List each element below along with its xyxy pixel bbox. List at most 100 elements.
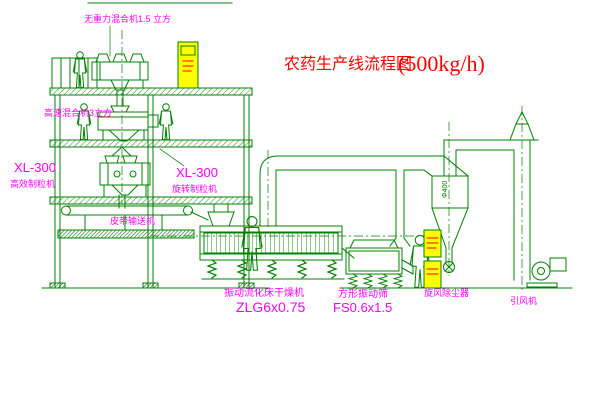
columns [54, 94, 250, 289]
stack [513, 139, 531, 281]
sieve-body-outer [345, 247, 403, 275]
motor [147, 114, 159, 128]
label-belt-conveyor: 皮带输送机 [110, 215, 155, 226]
sieve-hood [349, 239, 399, 249]
label-cyclone-size: Φ400 [442, 181, 449, 198]
legs [102, 129, 145, 141]
discharge-pipe [445, 247, 453, 263]
label-fan-name: 引风机 [510, 295, 537, 306]
drawing-title: 农药生产线流程图 (500kg/h) [284, 51, 485, 76]
label-granulator-left-model: XL-300 [14, 160, 56, 175]
cabinet-panel [180, 45, 196, 56]
port [129, 170, 137, 178]
inlet-neck [213, 203, 229, 213]
mixer-legs [96, 79, 144, 89]
equipment-labels: 无重力混合机1.5 立方 高速混合机3立方 XL-300 高效制粒机 XL-30… [10, 13, 537, 315]
label-granulator-left-name: 高效制粒机 [10, 178, 55, 189]
inlet-hood [207, 211, 235, 227]
building-structure [41, 2, 269, 289]
roller [61, 205, 71, 216]
duct-outer [259, 155, 469, 227]
label-dryer-name: 振动流化床干燥机 [224, 286, 304, 299]
fluid-bed-dryer [199, 203, 355, 280]
legs [103, 184, 147, 198]
rotary-valve-cross [444, 262, 454, 272]
drawing-linework [41, 2, 573, 289]
sieve-body-inner [348, 250, 400, 272]
column-foot [49, 282, 66, 289]
mid-slab [49, 139, 253, 148]
dryer-body [199, 225, 343, 261]
fan-motor [549, 257, 567, 272]
spring-mount [207, 259, 217, 279]
gravity-free-mixer [91, 53, 149, 107]
column-foot [142, 282, 159, 289]
outlet-chute [341, 247, 355, 259]
spring-mount [237, 259, 247, 279]
cabinet-indicator [426, 237, 439, 249]
fan-hub [537, 267, 545, 275]
inlet-funnels [104, 155, 138, 164]
label-granulator-mid-model: XL-300 [176, 165, 218, 180]
granulator [99, 146, 185, 209]
spring-mount [348, 273, 358, 289]
sieve-discharge [401, 259, 414, 275]
control-cabinet-top [177, 41, 199, 89]
discharge-cone [107, 129, 141, 142]
sieve-drop-duct [389, 169, 411, 247]
discharge-cone [110, 184, 140, 196]
fan-base [526, 282, 558, 288]
worker-roof [72, 51, 88, 88]
high-speed-mixer [97, 105, 159, 142]
exhaust-duct [259, 155, 469, 247]
supports [84, 214, 163, 231]
roller [183, 205, 193, 216]
mixer-discharge-cone [110, 79, 130, 91]
belt-conveyor [61, 205, 209, 231]
body-lines [107, 162, 143, 186]
lower-slab [49, 196, 253, 205]
spring-mount [363, 273, 373, 289]
spring-mount [267, 259, 277, 279]
workers [72, 51, 431, 288]
label-cyclone-name: 旋风除尘器 [424, 287, 469, 298]
label-leader [159, 148, 185, 167]
title-capacity: (500kg/h) [398, 51, 485, 76]
control-cabinets [177, 41, 442, 289]
spring-mount [378, 273, 388, 289]
drop-pipe [116, 89, 124, 107]
inlet-funnel [110, 105, 130, 113]
dryer-chambers [203, 232, 339, 254]
y-chute [111, 146, 132, 157]
label-sieve-model: FS0.6x1.5 [333, 300, 392, 315]
spring-mount [297, 259, 307, 279]
mixer-inlet-funnels [95, 53, 145, 63]
title-text: 农药生产线流程图 [284, 55, 412, 73]
duct-inner [275, 169, 433, 227]
spring-mount [327, 259, 337, 279]
fan-housing [531, 261, 551, 281]
roof-railing [51, 57, 99, 89]
cyclone-separator [431, 139, 469, 273]
exhaust-stack-and-fan [339, 110, 573, 289]
rotary-valve [443, 261, 455, 273]
transfer-chute [190, 211, 209, 221]
rain-cap [509, 123, 535, 141]
label-mixer-top: 无重力混合机1.5 立方 [84, 13, 171, 24]
cyclone-cone [431, 207, 469, 249]
cap-tip [515, 110, 529, 125]
port [113, 170, 121, 178]
ground-pit-hatch [57, 229, 195, 239]
label-sieve-name: 方形振动筛 [338, 287, 388, 300]
vibrating-sieve [345, 239, 414, 289]
cabinet-indicator [182, 60, 194, 72]
top-pipe [443, 139, 531, 151]
cyclone-cylinder [431, 175, 469, 209]
cabinet-indicator [426, 268, 439, 275]
label-mixer-mid: 高速混合机3立方 [44, 107, 112, 118]
roof-slab [49, 87, 253, 96]
mixer-body-lines [99, 61, 141, 81]
spring-mount [393, 273, 403, 289]
